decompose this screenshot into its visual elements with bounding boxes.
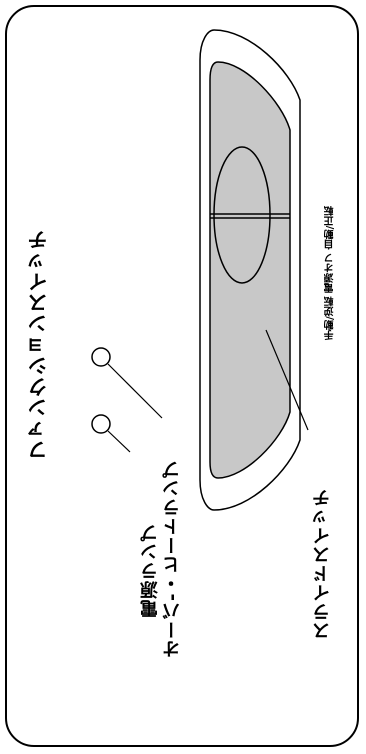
function-switch-label: ファンクションスイッチ xyxy=(27,229,51,460)
overheat-lamp xyxy=(91,347,111,367)
slide-switch-body xyxy=(209,61,291,479)
slide-switch-leader xyxy=(265,329,309,431)
overheat-lamp-label: オーバ-・ヒートランプ xyxy=(162,459,183,658)
slide-switch-label: スライドスイッチ xyxy=(312,488,333,640)
power-lamp xyxy=(91,414,111,434)
slide-switch-knob xyxy=(213,146,271,284)
slide-positions-label: 手動/逆転 電源オフ 自動/正転 xyxy=(325,205,336,340)
panel-frame xyxy=(5,5,359,747)
overheat-lamp-leader xyxy=(107,363,163,419)
power-lamp-leader xyxy=(107,430,131,453)
